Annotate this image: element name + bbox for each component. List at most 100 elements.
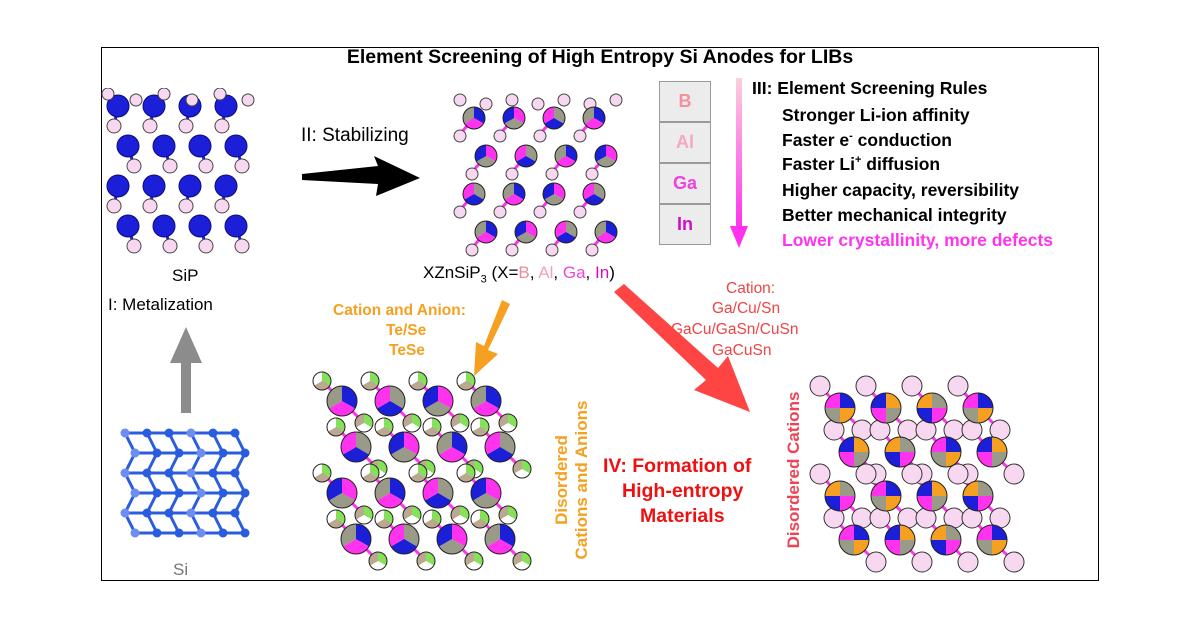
atom — [594, 144, 618, 168]
sip-label: SiP — [172, 266, 199, 285]
rule-e-conduction: Faster e- conduction — [782, 130, 952, 151]
atom — [422, 385, 454, 417]
atom — [116, 214, 140, 238]
rule-e-part1: Faster e — [782, 130, 850, 150]
rule-crystallinity: Lower crystallinity, more defects — [782, 230, 1054, 250]
atom — [224, 214, 248, 238]
atom — [198, 158, 214, 174]
atom — [422, 417, 442, 437]
atom — [388, 523, 420, 555]
atom — [474, 220, 498, 244]
atom — [368, 551, 388, 571]
atom — [374, 477, 406, 509]
atom — [453, 93, 467, 107]
atom — [326, 385, 358, 417]
atom — [498, 505, 518, 525]
atom — [531, 97, 545, 111]
atom — [422, 477, 454, 509]
atom — [514, 144, 538, 168]
atom — [130, 448, 140, 458]
atom — [502, 106, 526, 130]
atom — [456, 463, 476, 483]
rule-capacity: Higher capacity, reversibility — [782, 180, 1020, 200]
atom — [408, 463, 428, 483]
atom — [326, 509, 346, 529]
atom — [962, 392, 994, 424]
element-box-in: In — [659, 204, 711, 245]
atom — [545, 167, 559, 181]
atom — [174, 488, 184, 498]
atom — [326, 417, 346, 437]
atom — [976, 436, 1008, 468]
atom — [186, 428, 196, 438]
disordered-cations-label: Disordered Cations — [784, 392, 803, 549]
atom — [402, 505, 422, 525]
element-box-b: B — [659, 81, 711, 122]
atom — [198, 238, 214, 254]
atom — [152, 214, 176, 238]
atom — [573, 205, 587, 219]
atom — [196, 528, 206, 538]
atom — [512, 459, 532, 479]
atom — [824, 480, 856, 512]
atom — [152, 448, 162, 458]
atom — [208, 468, 218, 478]
atom — [422, 509, 442, 529]
formula-open: (X= — [486, 263, 519, 282]
atom — [456, 371, 476, 391]
atom — [533, 205, 547, 219]
atom — [901, 463, 923, 485]
element-box-ga: Ga — [659, 163, 711, 204]
atom — [213, 88, 227, 101]
figure-frame — [101, 47, 1099, 581]
atom — [178, 118, 194, 134]
atom — [354, 505, 374, 525]
atom — [976, 524, 1008, 556]
atom — [142, 508, 152, 518]
cation-anion-line1: Te/Se — [386, 322, 427, 339]
atom — [214, 118, 230, 134]
atom — [453, 205, 467, 219]
atom — [462, 182, 486, 206]
atom — [101, 88, 115, 101]
atom — [470, 509, 490, 529]
atom — [230, 428, 240, 438]
atom — [493, 129, 507, 143]
atom — [157, 88, 171, 101]
atom — [340, 523, 372, 555]
atom — [838, 524, 870, 556]
atom — [470, 417, 490, 437]
atom — [208, 508, 218, 518]
atom — [106, 118, 122, 134]
atom — [484, 431, 516, 463]
atom — [502, 182, 526, 206]
atom — [470, 385, 502, 417]
atom — [962, 480, 994, 512]
atom — [865, 551, 887, 573]
vertical-disordered: Disordered — [552, 435, 571, 525]
xznsip3-structure — [453, 93, 623, 257]
atom — [809, 375, 831, 397]
cation-anion-line2: TeSe — [389, 342, 425, 359]
atom — [162, 238, 178, 254]
atom — [465, 243, 479, 257]
atom — [855, 463, 877, 485]
atom — [533, 129, 547, 143]
atom — [214, 174, 238, 198]
atom — [126, 238, 142, 254]
stabilizing-arrow — [302, 156, 420, 196]
atom — [505, 93, 519, 107]
atom — [930, 436, 962, 468]
atom — [130, 528, 140, 538]
cation-title: Cation: — [726, 280, 776, 297]
atom — [1003, 551, 1025, 573]
atom — [824, 392, 856, 424]
atom — [174, 528, 184, 538]
atom — [436, 431, 468, 463]
atom — [573, 129, 587, 143]
atom — [498, 413, 518, 433]
atom — [224, 134, 248, 158]
atom — [142, 468, 152, 478]
atom — [838, 436, 870, 468]
cation-line3: GaCuSn — [712, 342, 772, 359]
